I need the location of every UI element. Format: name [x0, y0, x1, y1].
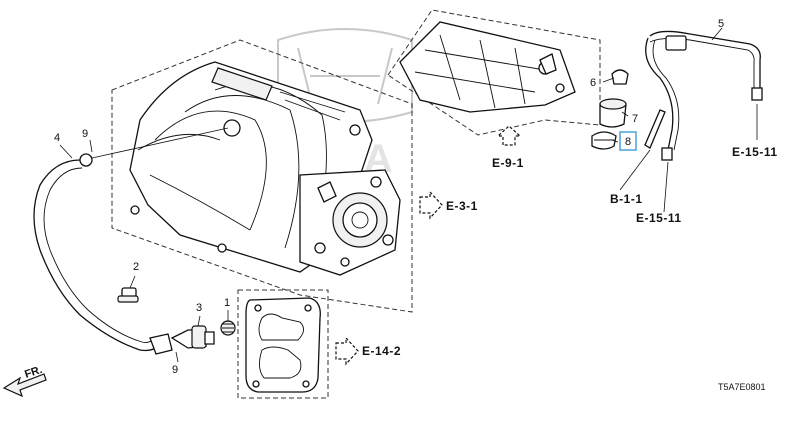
ref-arrow-e31-shape: [419, 190, 443, 220]
bolt-2: [117, 287, 139, 303]
ref-arrow-e91-shape: [496, 125, 522, 146]
callout-4: 4: [54, 132, 60, 144]
manifold-boundary: [111, 39, 413, 313]
callout-2: 2: [133, 261, 139, 273]
intake-gasket: [245, 297, 321, 393]
ref-arrow-e142-shape: [335, 336, 359, 366]
ref-label-e91[interactable]: E-9-1: [492, 156, 524, 170]
pcv-hose-5: [644, 30, 763, 161]
callout-9-bottom: 9: [172, 364, 178, 376]
chamber-boundary: [387, 9, 601, 136]
intake-manifold: [129, 61, 401, 276]
breather-hose-4: [33, 153, 173, 355]
pcv-valve-parts: [591, 69, 629, 150]
diagram-code: T5A7E0801: [718, 382, 766, 392]
front-indicator-label: FR.: [23, 364, 44, 381]
gasket-boundary: [237, 289, 329, 399]
nipple-3: [170, 325, 215, 349]
callout-7: 7: [632, 113, 638, 125]
ref-label-b11[interactable]: B-1-1: [610, 192, 643, 206]
front-arrow: [2, 373, 47, 398]
ref-label-e31[interactable]: E-3-1: [446, 199, 478, 213]
callout-9-top: 9: [82, 128, 88, 140]
intake-chamber: [399, 21, 576, 113]
callout-5: 5: [718, 18, 724, 30]
callout-3: 3: [196, 302, 202, 314]
sensor-1: [220, 320, 236, 336]
ref-label-e1511-right[interactable]: E-15-11: [732, 145, 778, 159]
ref-label-e142[interactable]: E-14-2: [362, 344, 401, 358]
leader-lines: [59, 27, 758, 363]
callout-1: 1: [224, 297, 230, 309]
callout-8-highlight-box: [619, 131, 637, 151]
callout-6: 6: [590, 77, 596, 89]
callout-8: 8: [625, 136, 631, 148]
ref-label-e1511-mid[interactable]: E-15-11: [636, 211, 682, 225]
